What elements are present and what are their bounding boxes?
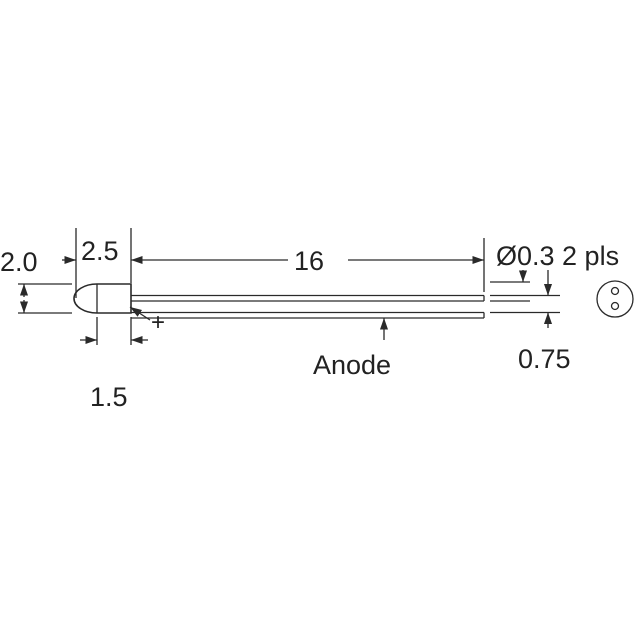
dimension-arrows [19,255,553,345]
led-body [73,283,132,314]
leads [131,294,485,319]
body-length-label: 2.5 [81,236,119,266]
end-view [596,280,634,318]
lead-diameter-label: Ø0.3 2 pls [496,241,619,271]
dome-diameter-label: 2.0 [0,247,38,277]
dome-length-label: 1.5 [90,382,128,412]
plus-label: + [151,309,165,336]
lead-length-label: 16 [294,246,324,276]
anode-label: Anode [313,350,391,380]
lead-spacing-label: 0.75 [518,344,571,374]
